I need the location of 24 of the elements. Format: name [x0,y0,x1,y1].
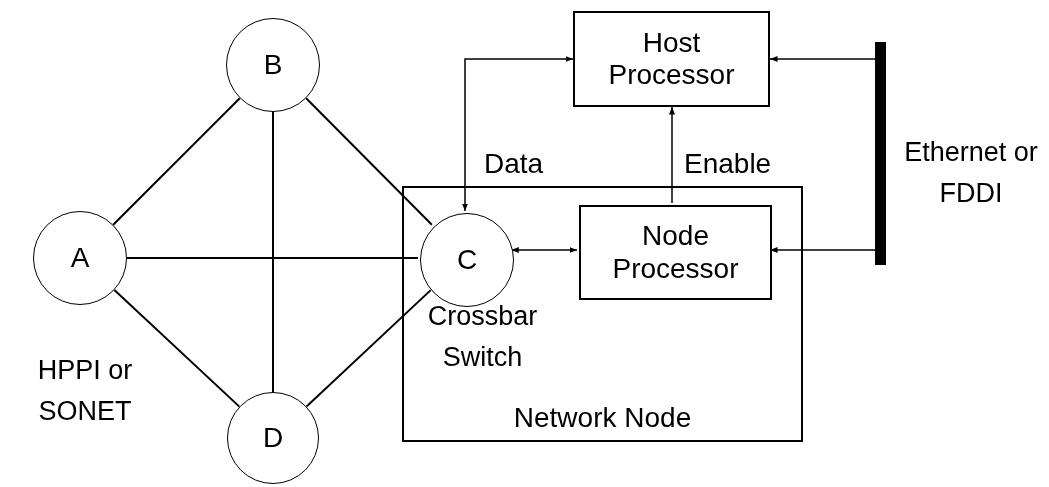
node-label: B [263,48,283,82]
process-box [579,205,772,300]
node-label: Node Processor [611,220,740,285]
node-label: Host Processor [607,26,736,92]
connector-line [305,289,432,408]
bus-bar [875,42,886,265]
group-title: Network Node [512,401,693,434]
node-label: A [70,241,90,275]
connector-line [272,111,274,393]
connector-line [113,289,241,408]
connector-line [305,97,433,226]
arrow [510,247,578,253]
connector-line [126,257,419,259]
group-box [402,186,803,442]
arrow [769,56,876,62]
network-label: HPPI or SONET [36,354,134,428]
node-label: D [262,421,284,455]
arrow [669,106,675,204]
node-caption: Crossbar Switch [426,300,539,374]
node-caption: Ethernet or FDDI [903,136,1039,210]
arrow [462,56,574,212]
process-box [573,11,770,107]
connector-line [112,97,241,226]
node-label: C [456,243,478,277]
